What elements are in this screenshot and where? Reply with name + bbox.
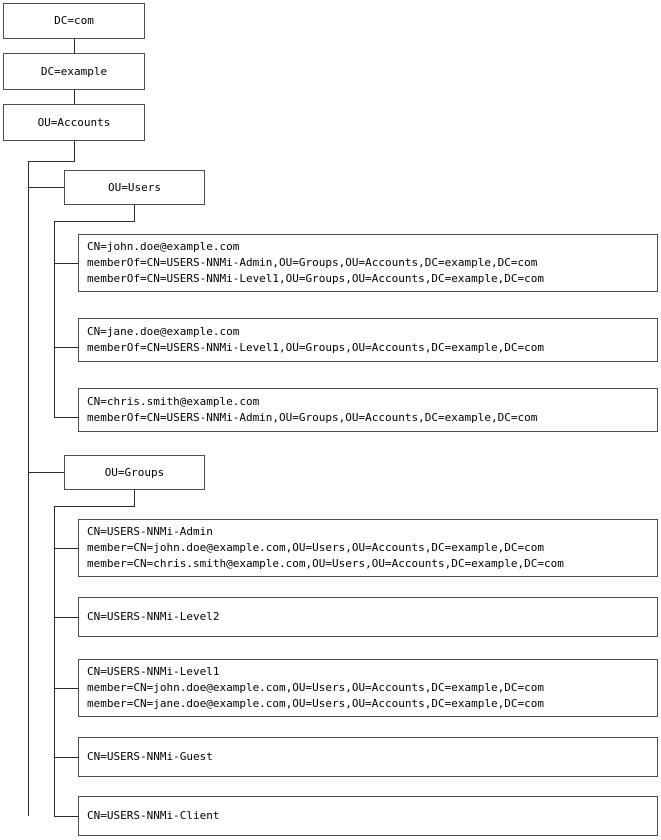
node-label: DC=com [54,14,94,27]
node-label: OU=Groups [104,465,165,479]
node-dc-com: DC=com [3,3,145,39]
entry-line-member: member=CN=chris.smith@example.com,OU=Use… [87,557,564,570]
node-group-entry: CN=USERS-NNMi-Level1 member=CN=john.doe@… [78,659,658,717]
entry-line-dn: CN=USERS-NNMi-Level2 [87,610,220,623]
node-label: DC=example [40,64,108,78]
entry-line-dn: CN=USERS-NNMi-Level1 [87,665,220,678]
connector-branch-group-5 [54,816,79,817]
connector-branch-group-2 [54,617,79,618]
connector-branch-user-3 [54,417,79,418]
entry-line-dn: CN=jane.doe@example.com [87,325,240,338]
entry-line-memberof: memberOf=CN=USERS-NNMi-Level1,OU=Groups,… [87,272,544,285]
node-group-entry: CN=USERS-NNMi-Level2 [78,597,658,637]
node-ou-accounts: OU=Accounts [3,104,145,141]
connector-groups-trunk [54,506,55,816]
connector-dcexample-ouaccounts [74,90,75,104]
entry-line-dn: CN=john.doe@example.com [87,240,240,253]
entry-line-dn: CN=USERS-NNMi-Guest [87,750,213,763]
connector-branch-group-3 [54,688,79,689]
connector-branch-ou-users [28,187,65,188]
node-label: OU=Accounts [37,115,111,129]
node-ou-groups: OU=Groups [64,455,205,490]
node-user-entry: CN=chris.smith@example.com memberOf=CN=U… [78,388,658,432]
node-group-entry: CN=USERS-NNMi-Guest [78,737,658,777]
connector-ouaccounts-elbow [28,161,75,162]
node-group-entry: CN=USERS-NNMi-Client [78,796,658,836]
entry-line-memberof: memberOf=CN=USERS-NNMi-Admin,OU=Groups,O… [87,256,538,269]
node-user-entry: CN=john.doe@example.com memberOf=CN=USER… [78,234,658,292]
node-user-entry: CN=jane.doe@example.com memberOf=CN=USER… [78,318,658,362]
connector-branch-user-2 [54,347,79,348]
connector-ouaccounts-stub [74,141,75,161]
entry-line-memberof: memberOf=CN=USERS-NNMi-Level1,OU=Groups,… [87,341,544,354]
connector-branch-group-4 [54,757,79,758]
connector-dccom-dcexample [74,39,75,53]
entry-line-member: member=CN=john.doe@example.com,OU=Users,… [87,681,544,694]
node-label: OU=Users [108,180,161,194]
connector-branch-ou-groups [28,472,65,473]
entry-line-dn: CN=USERS-NNMi-Admin [87,525,213,538]
connector-users-stub [134,205,135,221]
entry-line-member: member=CN=jane.doe@example.com,OU=Users,… [87,697,544,710]
connector-groups-elbow [54,506,135,507]
connector-accounts-trunk [28,161,29,816]
entry-line-dn: CN=chris.smith@example.com [87,395,260,408]
entry-line-memberof: memberOf=CN=USERS-NNMi-Admin,OU=Groups,O… [87,411,538,424]
entry-line-member: member=CN=john.doe@example.com,OU=Users,… [87,541,544,554]
connector-users-elbow [54,221,135,222]
connector-branch-user-1 [54,263,79,264]
node-group-entry: CN=USERS-NNMi-Admin member=CN=john.doe@e… [78,519,658,577]
node-dc-example: DC=example [3,53,145,90]
entry-line-dn: CN=USERS-NNMi-Client [87,809,220,822]
connector-branch-group-1 [54,548,79,549]
connector-users-trunk [54,221,55,417]
node-ou-users: OU=Users [64,170,205,205]
connector-groups-stub [134,490,135,506]
